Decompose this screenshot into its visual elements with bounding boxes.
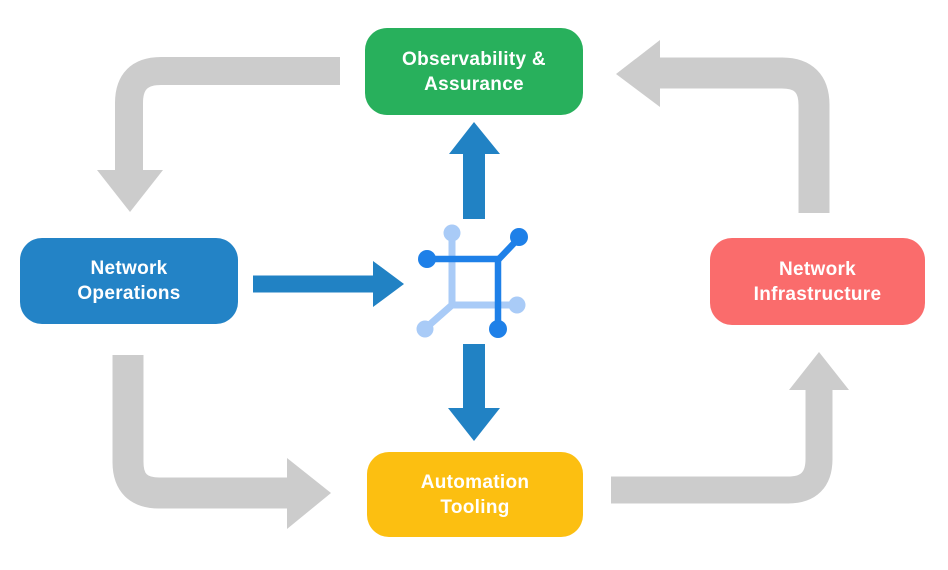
node-label-line: Infrastructure	[753, 283, 882, 305]
icon-node-dot	[510, 228, 528, 246]
node-automation-tooling: Automation Tooling	[367, 452, 583, 537]
arrow-head	[789, 352, 849, 390]
node-label-line: Network	[90, 258, 168, 279]
node-label-line: Network	[778, 258, 857, 280]
arrow-shaft	[115, 57, 340, 172]
gray-arrow-infrastructure-to-observability	[616, 40, 830, 213]
network-nodes-icon	[416, 224, 528, 338]
gray-arrow-operations-to-automation	[112, 355, 331, 529]
network-icon-light-layer	[423, 232, 520, 331]
icon-node-dot	[418, 250, 436, 268]
blue-arrow-operations-to-center	[253, 261, 404, 307]
node-observability-assurance: Observability & Assurance	[365, 28, 583, 115]
arrow-shaft	[611, 390, 833, 504]
gray-arrow-observability-to-operations	[97, 57, 340, 212]
arrow-shaft	[112, 355, 289, 509]
node-network-infrastructure: Network Infrastructure	[710, 238, 925, 325]
arrow-head	[616, 40, 660, 107]
node-label-line: Automation	[420, 471, 530, 493]
arrow-shaft	[660, 57, 830, 213]
node-label-line: Observability &	[402, 48, 546, 70]
gray-arrow-automation-to-infrastructure	[611, 352, 849, 504]
icon-node-dot	[508, 296, 526, 314]
blue-arrow-center-to-observability	[449, 122, 500, 219]
node-label-line: Tooling	[440, 496, 510, 518]
icon-node-dot	[443, 224, 461, 242]
arrow-head	[97, 170, 163, 212]
blue-arrow-center-to-automation	[448, 344, 500, 441]
arrow-head	[448, 408, 500, 441]
arrow-head	[449, 122, 500, 154]
arrow-head	[373, 261, 404, 307]
icon-node-dot	[489, 320, 507, 338]
arrow-head	[287, 458, 331, 529]
node-label-line: Assurance	[424, 73, 524, 95]
icon-node-dot	[416, 320, 434, 338]
node-label-line: Operations	[77, 283, 181, 304]
node-network-operations: Network Operations	[20, 238, 238, 324]
